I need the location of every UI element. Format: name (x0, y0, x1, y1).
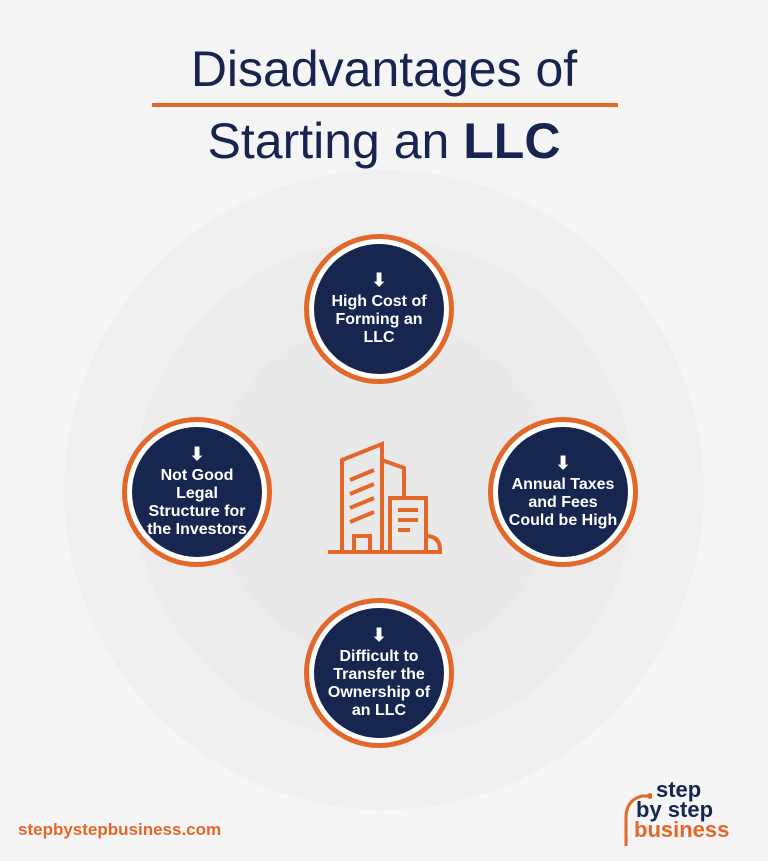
title-bold: LLC (463, 113, 561, 169)
logo-by-step: by step (636, 797, 714, 822)
arrow-down-icon: ⬇ (371, 270, 387, 290)
disadvantage-high-cost: ⬇ High Cost of Forming an LLC (304, 234, 454, 384)
disadvantage-investors: ⬇ Not Good Legal Structure for the Invest… (122, 417, 272, 567)
title-line-2: Starting an LLC (0, 112, 768, 170)
logo-arc-icon (624, 793, 652, 846)
item-text: Not Good Legal Structure for the Investo… (147, 467, 247, 538)
item-text: High Cost of Forming an LLC (331, 293, 427, 346)
title-line-1: Disadvantages of (190, 41, 578, 97)
website-url[interactable]: stepbystepbusiness.com (18, 820, 222, 839)
arrow-down-icon: ⬇ (189, 444, 205, 464)
item-text: Annual Taxes and Fees Could be High (508, 476, 618, 529)
disadvantage-transfer: ⬇ Difficult to Transfer the Ownership of … (304, 598, 454, 748)
title-regular: Starting an (207, 113, 464, 169)
arrow-down-icon: ⬇ (555, 453, 571, 473)
disadvantage-taxes: ⬇ Annual Taxes and Fees Could be High (488, 417, 638, 567)
title-underline (152, 103, 618, 107)
building-icon (328, 441, 442, 554)
item-text: Difficult to Transfer the Ownership of a… (327, 648, 431, 719)
arrow-down-icon: ⬇ (371, 625, 387, 645)
logo-step: step (656, 777, 702, 802)
logo-business: business (634, 817, 730, 842)
